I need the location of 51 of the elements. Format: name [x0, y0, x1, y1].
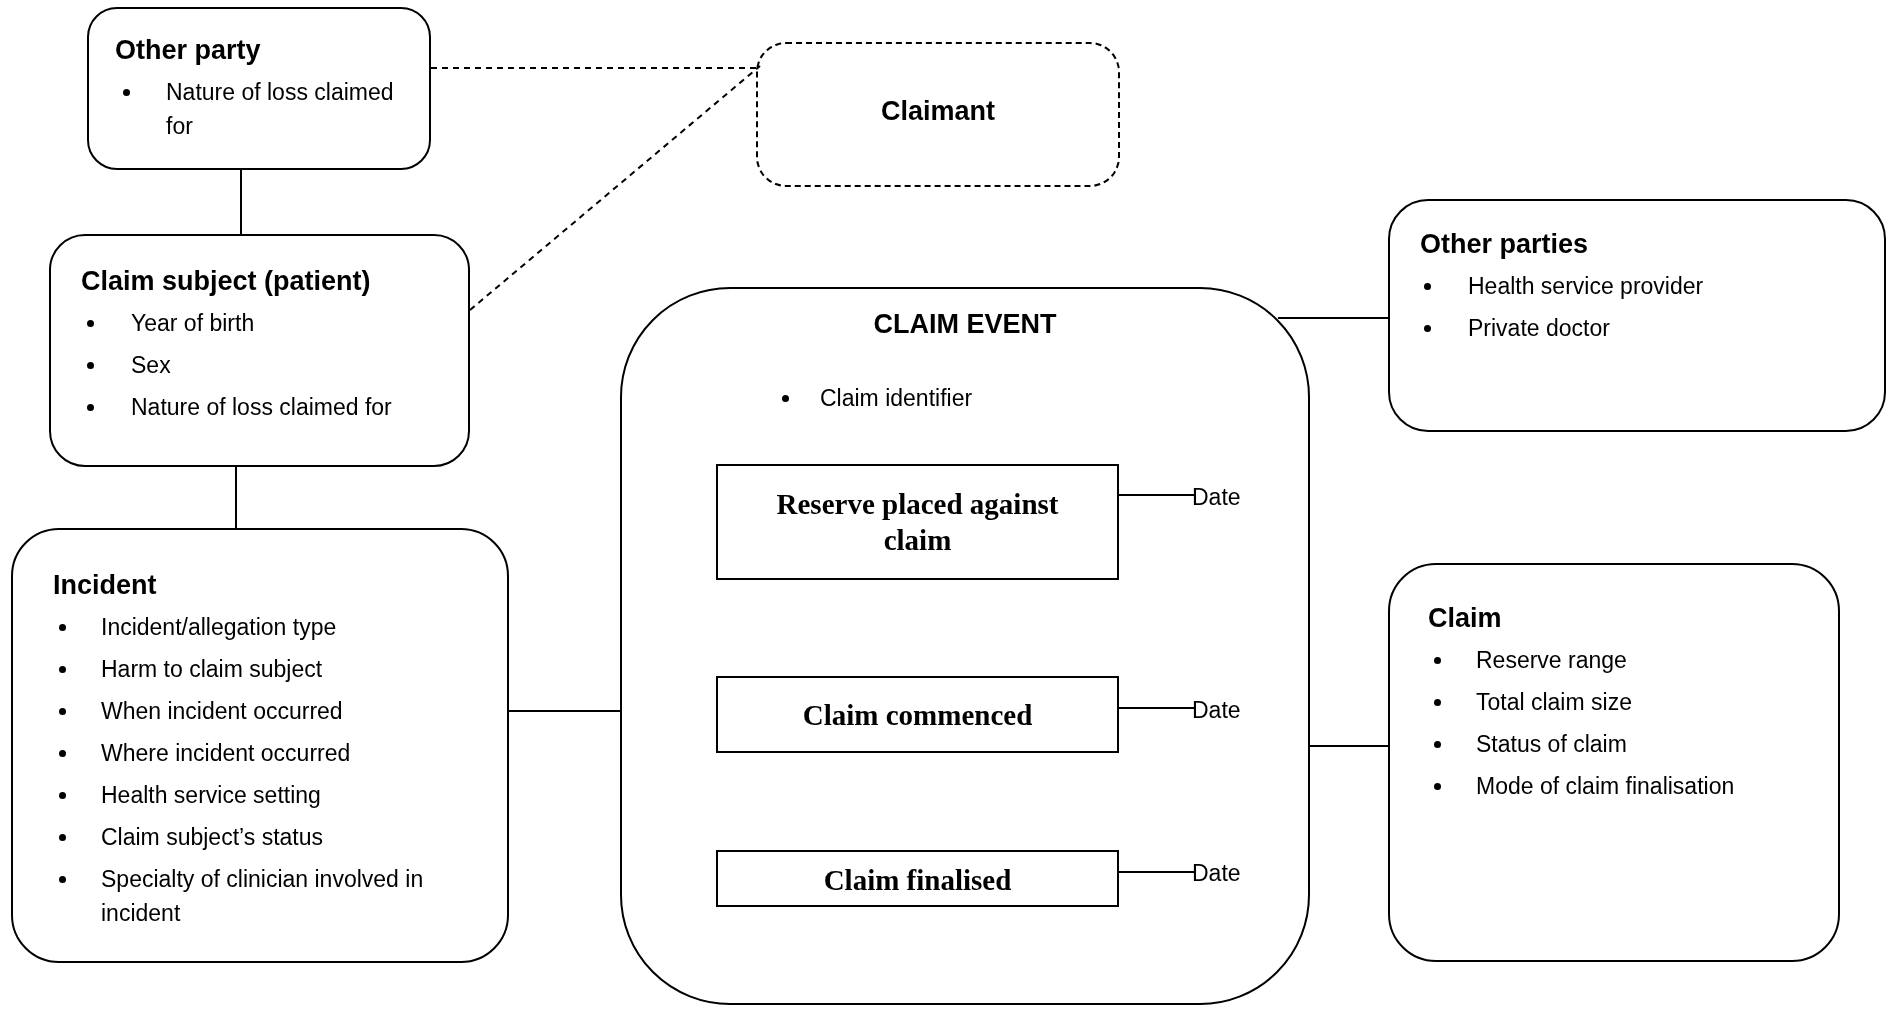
box-heading: Claim [1427, 602, 1503, 635]
bullet-item: Status of claim [1434, 727, 1818, 761]
date-label: Date [1192, 857, 1262, 891]
dashed-connector [469, 65, 761, 311]
bullet-item: Specialty of clinician involved in incident [59, 862, 487, 930]
box-heading: Claim subject (patient) [80, 265, 372, 298]
bullet-item: Claim identifier [782, 381, 1288, 415]
box-heading: Claimant [880, 95, 996, 128]
bullet-item: Health service provider [1424, 269, 1864, 303]
bullet-item: Where incident occurred [59, 736, 487, 770]
bullet-item: Reserve range [1434, 643, 1818, 677]
box-heading: CLAIM EVENT [872, 308, 1058, 341]
event-stage-box [716, 850, 1119, 907]
stage-title: Reserve placed against claim [775, 487, 1060, 558]
entity-box [49, 234, 470, 467]
connector-line [1118, 494, 1195, 496]
entity-box [1388, 563, 1840, 962]
date-label: Date [1192, 694, 1262, 728]
event-stage-box [716, 676, 1119, 753]
bullet-item: Mode of claim finalisation [1434, 769, 1818, 803]
bullet-item: Total claim size [1434, 685, 1818, 719]
stage-title: Claim finalised [822, 863, 1013, 898]
bullet-item: Nature of loss claimed for [87, 390, 448, 424]
bullet-item: Year of birth [87, 306, 448, 340]
connector-line [508, 710, 621, 712]
bullet-item: Harm to claim subject [59, 652, 487, 686]
stage-title: Claim commenced [801, 698, 1034, 733]
connector-line [1277, 317, 1389, 319]
bullet-item: Nature of loss claimed for [123, 75, 409, 143]
box-heading: Other party [114, 34, 262, 67]
box-heading: Other parties [1419, 228, 1590, 261]
date-label: Date [1192, 481, 1262, 515]
connector-line [1118, 871, 1195, 873]
bullet-item: Health service setting [59, 778, 487, 812]
dashed-connector [430, 67, 757, 69]
connector-line [240, 169, 242, 235]
bullet-item: Sex [87, 348, 448, 382]
bullet-item: Incident/allegation type [59, 610, 487, 644]
bullet-item: When incident occurred [59, 694, 487, 728]
entity-box [756, 42, 1120, 187]
connector-line [1118, 707, 1195, 709]
event-box [620, 287, 1310, 1005]
entity-box [11, 528, 509, 963]
event-stage-box [716, 464, 1119, 580]
entity-box [87, 7, 431, 170]
box-heading: Incident [52, 569, 158, 602]
connector-line [235, 466, 237, 529]
bullet-item: Private doctor [1424, 311, 1864, 345]
bullet-item: Claim subject’s status [59, 820, 487, 854]
entity-box [1388, 199, 1886, 432]
connector-line [1309, 745, 1389, 747]
